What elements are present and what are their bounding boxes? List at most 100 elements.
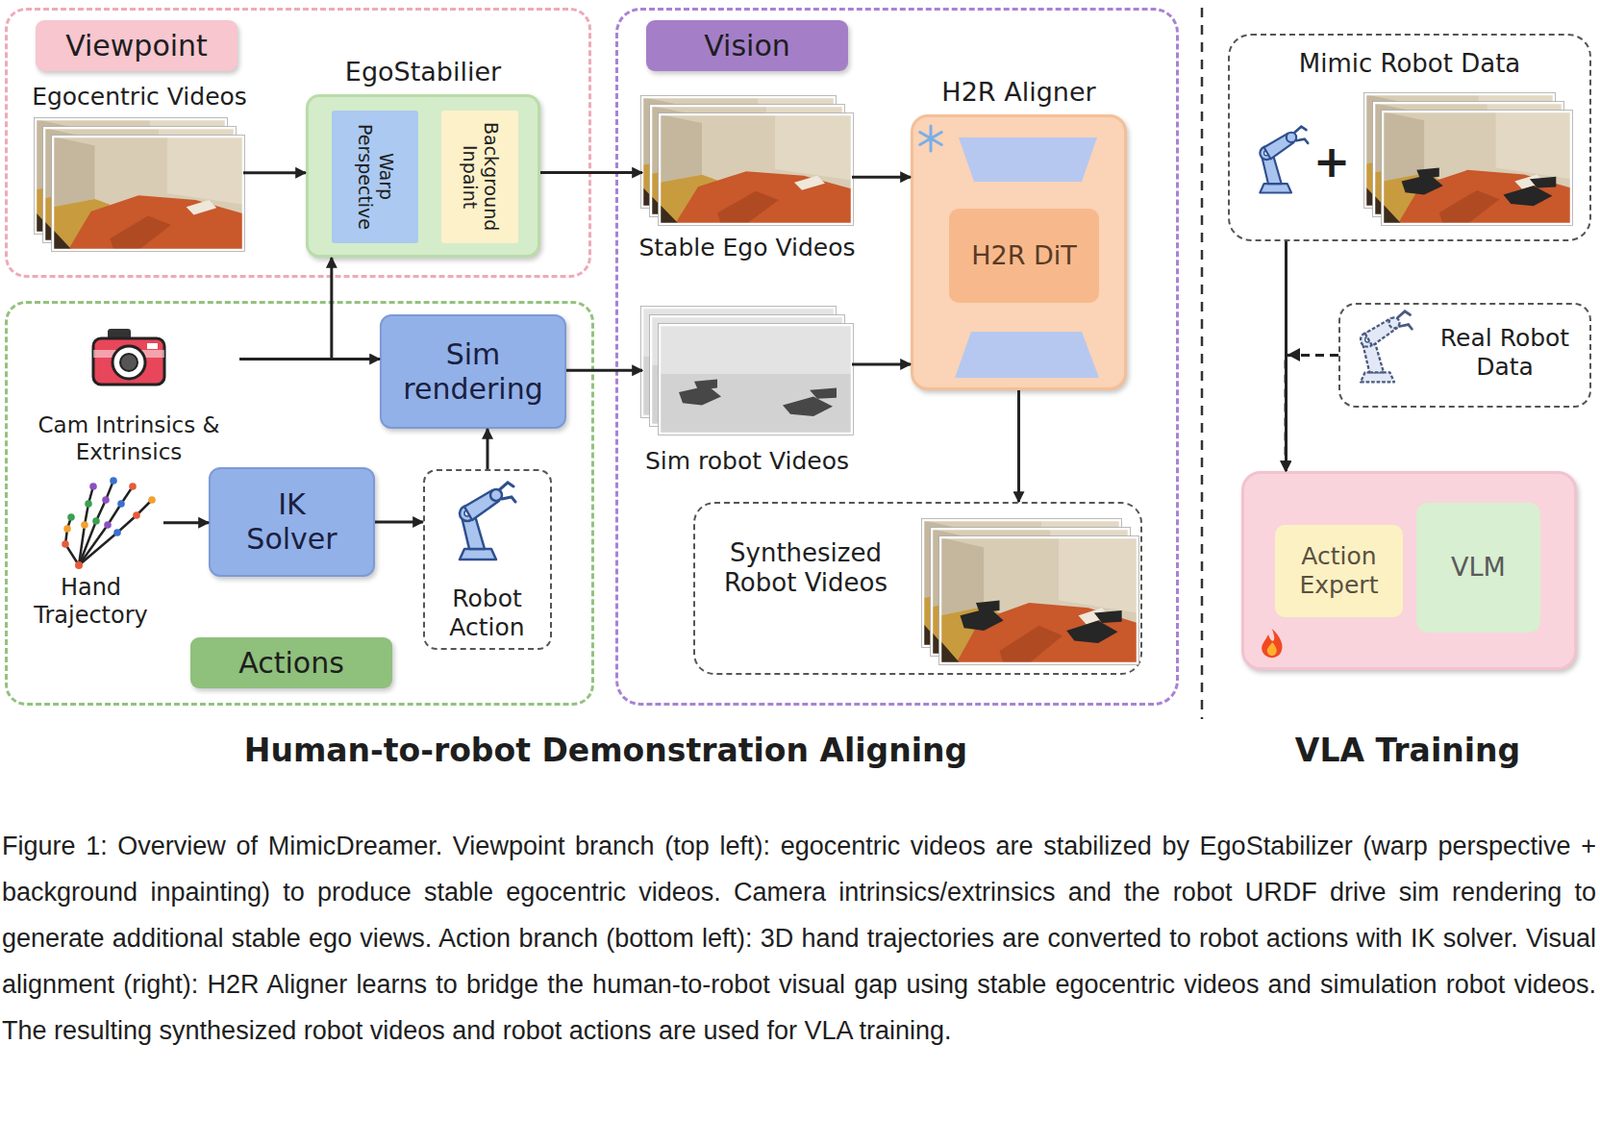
video-frames xyxy=(43,126,237,244)
robot-arm-icon xyxy=(1362,338,1384,373)
video-frames xyxy=(659,114,852,225)
video-frames xyxy=(940,537,1138,664)
video-frames xyxy=(922,519,1123,649)
robot-arm-icon xyxy=(461,512,485,550)
video-frames xyxy=(1529,176,1556,189)
figure-caption: Figure 1: Overview of MimicDreamer. View… xyxy=(1,823,1597,1054)
video-frames xyxy=(642,157,700,207)
merge-arrow-head xyxy=(1287,348,1300,362)
hand-skeleton-icon xyxy=(78,486,94,566)
region-box: ViewpointEgocentric VideosEgoStabilierWa… xyxy=(4,7,592,278)
flow-arrow xyxy=(1285,355,1339,473)
video-frames xyxy=(169,182,200,198)
video-frames xyxy=(923,623,944,647)
video-frames xyxy=(659,114,852,225)
video-frames xyxy=(44,127,235,242)
video-frames xyxy=(44,221,64,242)
video-frames xyxy=(68,195,244,250)
camera-icon xyxy=(120,353,138,372)
video-frames xyxy=(951,599,996,623)
node-text: Robot Action xyxy=(425,584,550,643)
video-frames xyxy=(1374,102,1563,216)
camera-icon xyxy=(93,338,165,385)
video-frames xyxy=(1382,111,1572,225)
robot-arm-icon xyxy=(1365,337,1372,344)
node-text: Mimic Robot Data xyxy=(1299,49,1522,79)
merge-arrow-head xyxy=(1287,348,1300,362)
node-text: EgoStabilier xyxy=(345,56,501,88)
video-frames xyxy=(658,324,854,436)
robot-arm-icon xyxy=(1360,332,1375,348)
video-frames xyxy=(1373,101,1565,218)
camera-icon xyxy=(93,328,165,385)
video-frames xyxy=(931,528,1129,655)
hand-skeleton-icon xyxy=(103,521,112,529)
model-box: Action ExpertVLM xyxy=(1241,471,1577,671)
video-frames xyxy=(650,104,846,218)
video-frames xyxy=(1061,590,1094,607)
hand-skeleton-icon xyxy=(78,486,133,566)
flow-arrow xyxy=(239,257,332,360)
flow-arrow xyxy=(1017,390,1021,502)
video-frames xyxy=(44,127,87,199)
node-text: Cam Intrinsics & Extrinsics xyxy=(13,412,245,466)
node-text: H2R Aligner xyxy=(941,76,1096,108)
video-frames xyxy=(1076,593,1105,606)
video-frames xyxy=(1365,94,1554,207)
video-frames xyxy=(930,527,1131,657)
model-box: H2R AlignerH2R DiT xyxy=(910,114,1127,391)
robot-arm-icon xyxy=(1264,150,1270,156)
hand-skeleton-icon xyxy=(128,482,137,491)
video-frames xyxy=(717,191,779,225)
video-frames xyxy=(757,97,835,163)
video-frames xyxy=(1416,168,1440,180)
video-frames xyxy=(694,379,718,391)
video-frames xyxy=(1000,625,1064,664)
video-frames xyxy=(52,136,244,250)
video-frames xyxy=(931,598,992,655)
video-frames xyxy=(59,186,235,242)
video-stack: Sim robot Videos xyxy=(642,307,852,434)
video-frames xyxy=(1502,185,1552,206)
plus-sign: + xyxy=(1313,135,1351,188)
node-text: Sim rendering xyxy=(386,337,560,407)
video-frames xyxy=(975,600,1000,614)
video-frames xyxy=(676,362,700,374)
robot-arm-icon xyxy=(1286,132,1297,143)
video-frames xyxy=(940,606,1000,664)
video-frames xyxy=(642,97,835,207)
video-frames xyxy=(51,135,246,252)
video-frames xyxy=(641,96,854,226)
video-frames xyxy=(700,174,762,207)
video-frames xyxy=(1407,159,1431,172)
robot-arm-icon xyxy=(500,482,516,502)
video-frames xyxy=(650,316,844,425)
video-frames xyxy=(650,316,844,425)
node-text: Action Expert xyxy=(1281,542,1398,600)
video-frames xyxy=(1374,102,1416,174)
video-frames xyxy=(1399,150,1423,163)
robot-arm-icon xyxy=(1261,151,1282,184)
video-frames xyxy=(666,162,844,216)
robot-arm-icon xyxy=(1259,126,1308,194)
camera-icon xyxy=(93,350,165,358)
video-frames xyxy=(1374,164,1431,216)
video-frames xyxy=(678,385,722,405)
video-frames xyxy=(670,376,713,397)
video-frames xyxy=(1494,176,1544,198)
hand-skeleton-icon xyxy=(65,517,79,566)
video-frames xyxy=(931,528,1129,655)
video-frames xyxy=(1382,173,1440,225)
robot-arm-icon xyxy=(1259,183,1292,193)
video-frames xyxy=(1430,181,1492,216)
data-box: Real Robot Data xyxy=(1338,302,1592,408)
hand-skeleton-icon xyxy=(92,517,100,525)
video-frames xyxy=(967,592,992,605)
hand-skeleton-icon xyxy=(132,511,141,520)
camera-icon xyxy=(147,343,158,350)
video-frames xyxy=(661,368,704,388)
video-frames xyxy=(642,307,835,417)
video-frames xyxy=(1365,94,1407,165)
video-frames xyxy=(1487,102,1563,171)
robot-arm-icon xyxy=(1360,311,1412,383)
